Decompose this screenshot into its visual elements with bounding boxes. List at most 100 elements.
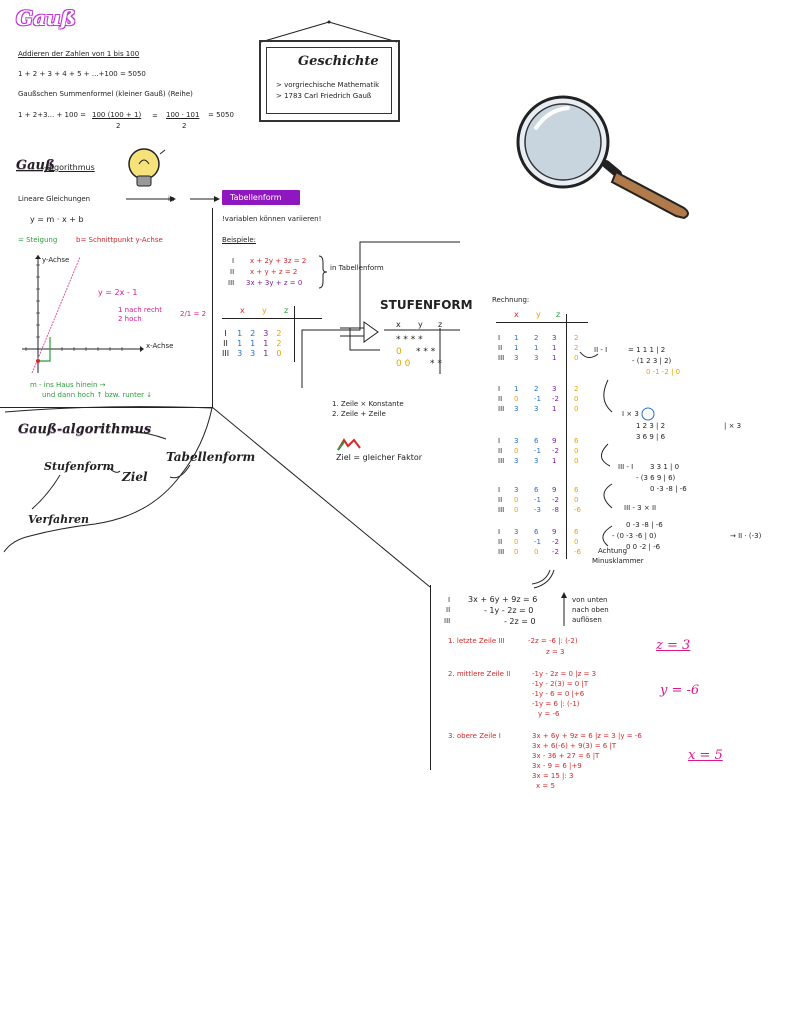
divider-vertical (430, 585, 431, 770)
table-cell: 1 (263, 338, 269, 348)
table-cell: 2 (276, 338, 282, 348)
in-table-form-label: in Tabellenform (330, 264, 384, 272)
mindmap-verfahren: Verfahren (28, 513, 89, 526)
rechnung-arrows (579, 351, 613, 547)
rechnung-cell: 0 (574, 354, 579, 362)
step1-a: -2z = -6 |: (-2) (528, 637, 578, 645)
x-axis-label: x-Achse (146, 342, 174, 350)
history-frame-inner (266, 47, 392, 114)
table-form-button[interactable]: Tabellenform (222, 190, 300, 205)
rechnung-cell: 0 (574, 395, 579, 403)
variables-note: !variablen können variieren! (222, 215, 322, 223)
rechnung-cell: -8 (552, 506, 559, 514)
formula-equals: = (152, 112, 158, 120)
rechnung-cell: -1 (534, 395, 541, 403)
rechnung-cell: -1 (534, 447, 541, 455)
down-arrow (531, 569, 555, 589)
rechnung-cell: 1 (552, 405, 557, 413)
rechnung-cell: 3 (514, 457, 519, 465)
step3-label: 3. obere Zeile I (448, 732, 501, 740)
rechnung-cell: -1 (534, 496, 541, 504)
stufen-rule-1: 1. Zeile × Konstante (332, 400, 404, 408)
history-line-1: > vorgriechische Mathematik (276, 81, 380, 89)
stufen-rule-2: 2. Zeile + Zeile (332, 410, 386, 418)
rechnung-cell: I (498, 437, 501, 445)
rechnung-header-y: y (536, 310, 541, 319)
rechnung-cell: 3 (514, 528, 519, 536)
rechnung-cell: -2 (552, 395, 559, 403)
in-label: in (168, 195, 175, 203)
table-cell: 2 (250, 328, 256, 338)
rechnung-cell: 3 (534, 354, 539, 362)
svg-text:* * * *: * * * * (396, 335, 423, 345)
formula-numerator: 100 (100 + 1) (92, 111, 142, 119)
rechnung-cell: 2 (574, 344, 579, 352)
goal-label: Ziel = gleicher Faktor (336, 453, 423, 462)
side5-a: 0 -3 -8 | -6 (626, 521, 663, 529)
example-roman-1: I (232, 257, 235, 265)
step3-f: x = 5 (536, 782, 555, 790)
rechnung-cell: 3 (514, 437, 519, 445)
rechnung-cell: 1 (514, 344, 519, 352)
rechnung-cell: 9 (552, 437, 557, 445)
solve-roman-2: II (446, 606, 451, 614)
step2-e: y = -6 (538, 710, 560, 718)
table-cell: 3 (237, 348, 243, 358)
rechnung-cell: 1 (514, 334, 519, 342)
step3-result: x = 5 (688, 748, 723, 763)
example-eq-1: x + 2y + 3z = 2 (250, 257, 307, 265)
solve-eq-1: 3x + 6y + 9z = 6 (468, 595, 538, 604)
rechnung-cell: 6 (534, 528, 539, 536)
slope-fraction: 2/1 = 2 (180, 310, 207, 318)
side3-a: 3 3 1 | 0 (650, 463, 680, 471)
rechnung-cell: 0 (514, 548, 519, 556)
mindmap-stufenform: Stufenform (44, 460, 115, 473)
side2-label: I × 3 (622, 410, 639, 418)
lightbulb-icon (128, 148, 166, 187)
divider-diagonal (211, 406, 431, 588)
rechnung-cell: 0 (534, 548, 539, 556)
side2-b: 3 6 9 | 6 (636, 433, 666, 441)
rechnung-cell: 6 (534, 437, 539, 445)
rechnung-cell: II (498, 447, 503, 455)
table-cell: 1 (263, 348, 269, 358)
rechnung-cell: 9 (552, 486, 557, 494)
solve-dir-3: auflösen (572, 616, 602, 624)
rechnung-cell: -3 (534, 506, 541, 514)
svg-text:0: 0 (396, 347, 402, 357)
step3-e: 3x = 15 |: 3 (532, 772, 574, 780)
stufen-arrow-icon (340, 321, 379, 343)
rechnung-cell: III (498, 405, 505, 413)
table-cell: I (224, 328, 227, 338)
side5-c: 0 0 -2 | -6 (626, 543, 661, 551)
rechnung-cell: 0 (574, 496, 579, 504)
warning-1: Achtung (598, 547, 628, 555)
rechnung-cell: 3 (514, 354, 519, 362)
step1-b: z = 3 (546, 648, 565, 656)
side2-mult: | × 3 (724, 422, 742, 430)
rechnung-cell: 6 (534, 486, 539, 494)
rechnung-cell: 1 (534, 344, 539, 352)
intercept-label: b= Schnittpunkt y-Achse (76, 236, 163, 244)
stufen-grid: * * * * 0* * * 0 0* * (384, 328, 460, 374)
house-rule-1: m - ins Haus hinein → (30, 381, 106, 389)
rechnung-cell: III (498, 354, 505, 362)
formula-denominator: 2 (116, 122, 121, 130)
svg-text:* * *: * * * (416, 347, 436, 357)
arrow-2 (190, 196, 220, 202)
rechnung-cell: 1 (552, 354, 557, 362)
rechnung-cell: II (498, 395, 503, 403)
example-roman-2: II (230, 268, 235, 276)
table-cell: 0 (276, 348, 282, 358)
rechnung-cell: -2 (552, 548, 559, 556)
graph-frame-right (212, 208, 213, 408)
stufenform-title: STUFENFORM (380, 298, 473, 312)
rechnung-cell: 2 (534, 385, 539, 393)
algo-heading-a: Gauß (16, 158, 55, 173)
y-axis-label: y-Achse (42, 256, 70, 264)
rechnung-cell: II (498, 496, 503, 504)
side1-c: 0 -1 -2 | 0 (646, 368, 681, 376)
table-cell: 1 (237, 338, 243, 348)
flag-icon (337, 438, 361, 451)
rechnung-cell: -2 (552, 496, 559, 504)
